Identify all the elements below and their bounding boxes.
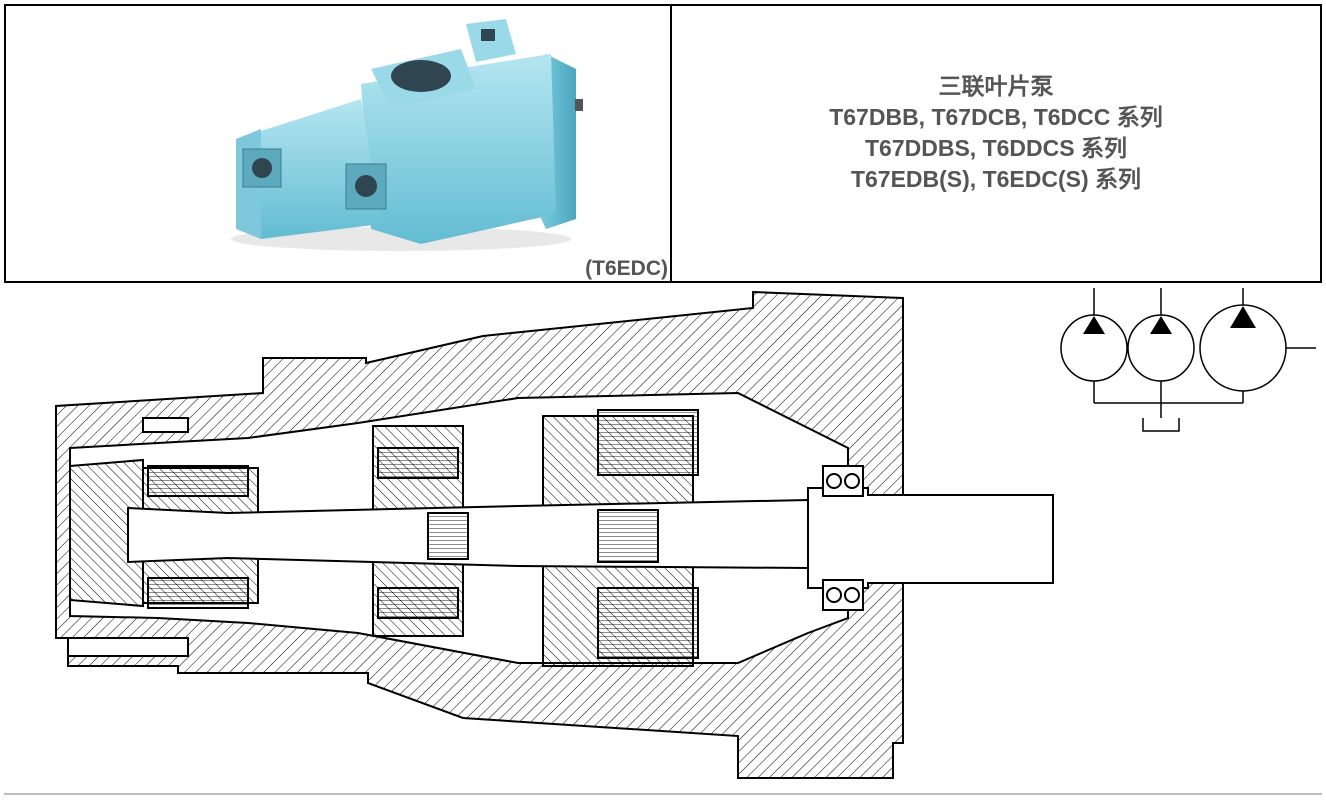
title-line-4: T67EDB(S), T6EDC(S) 系列 bbox=[850, 165, 1142, 192]
title-line-2: T67DBB, T67DCB, T6DCC 系列 bbox=[829, 103, 1163, 130]
pump-cross-section-drawing bbox=[55, 290, 1054, 779]
title-line-1: 三联叶片泵 bbox=[938, 72, 1054, 99]
header-table: (T6EDC) 三联叶片泵 T67DBB, T67DCB, T6DCC 系列 T… bbox=[4, 4, 1322, 283]
triple-vane-pump-photo bbox=[231, 19, 583, 251]
title-line-3: T67DDBS, T6DDCS 系列 bbox=[865, 134, 1127, 161]
hydraulic-symbol bbox=[1060, 288, 1316, 432]
model-caption: (T6EDC) bbox=[585, 257, 668, 280]
product-photo-cell: (T6EDC) bbox=[6, 6, 672, 281]
bottom-divider bbox=[4, 793, 1322, 795]
product-title: 三联叶片泵 T67DBB, T67DCB, T6DCC 系列 T67DDBS, … bbox=[829, 71, 1163, 195]
title-cell: 三联叶片泵 T67DBB, T67DCB, T6DCC 系列 T67DDBS, … bbox=[672, 6, 1320, 281]
